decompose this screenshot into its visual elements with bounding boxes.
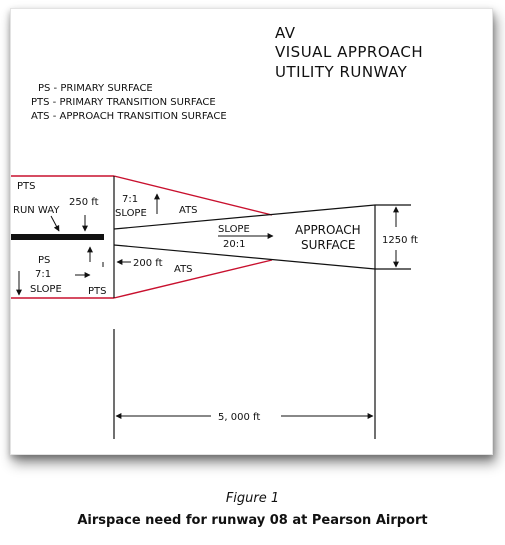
- dim-250-label: 250 ft: [69, 197, 99, 208]
- title-line-3: UTILITY RUNWAY: [275, 63, 408, 81]
- title-line-1: AV: [275, 24, 296, 42]
- runway-bar: [11, 234, 104, 240]
- runway-label: RUN WAY: [13, 205, 60, 216]
- slope-center-label: SLOPE: [218, 224, 250, 235]
- dim-200-label: 200 ft: [133, 258, 163, 269]
- runway-pointer: [50, 215, 60, 232]
- dim-5000-label: 5, 000 ft: [218, 412, 260, 423]
- approach-label-line1: APPROACH: [295, 223, 361, 237]
- ps-label: PS: [38, 255, 50, 266]
- approach-label-line2: SURFACE: [301, 238, 356, 252]
- dim-1250-label: 1250 ft: [382, 235, 418, 246]
- airspace-diagram: AV VISUAL APPROACH UTILITY RUNWAY PS - P…: [11, 24, 423, 439]
- diagram-card: AV VISUAL APPROACH UTILITY RUNWAY PS - P…: [10, 8, 493, 455]
- legend-ps: PS - PRIMARY SURFACE: [38, 83, 153, 94]
- surface-lines: [113, 176, 411, 439]
- slope-ratio-top: 7:1: [122, 194, 138, 205]
- figure-title: Figure 1: [225, 491, 280, 506]
- pts-bottom-label: PTS: [88, 286, 107, 297]
- ats-bottom-label: ATS: [174, 264, 193, 275]
- pts-top-label: PTS: [17, 181, 36, 192]
- slope-word-bottom: SLOPE: [30, 284, 62, 295]
- slope-center-ratio: 20:1: [223, 239, 245, 250]
- red-boundary: [11, 175, 273, 299]
- title-line-2: VISUAL APPROACH: [275, 43, 423, 61]
- ats-top-label: ATS: [179, 205, 198, 216]
- slope-ratio-bottom: 7:1: [35, 269, 51, 280]
- figure-caption: Airspace need for runway 08 at Pearson A…: [77, 513, 428, 528]
- slope-word-top: SLOPE: [115, 208, 147, 219]
- legend-pts: PTS - PRIMARY TRANSITION SURFACE: [31, 97, 216, 108]
- legend-ats: ATS - APPROACH TRANSITION SURFACE: [31, 111, 227, 122]
